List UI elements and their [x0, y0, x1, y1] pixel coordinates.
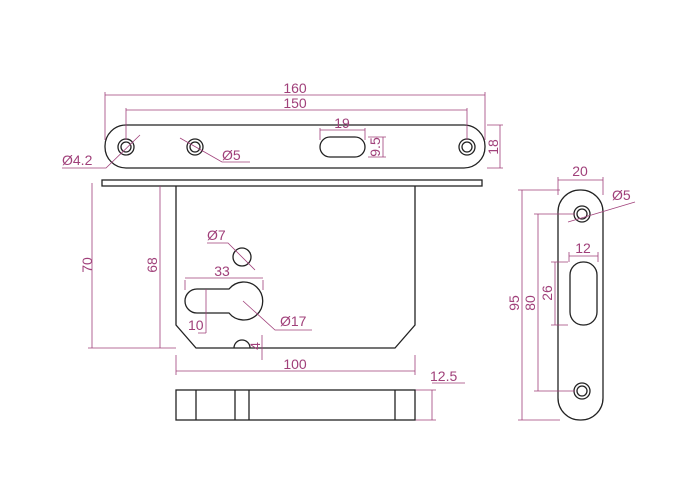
- dim-12-5: 12.5: [430, 368, 457, 384]
- dim-18: 18: [485, 139, 501, 155]
- dim-160: 160: [283, 80, 307, 96]
- body-outline: [175, 186, 416, 349]
- dim-7: Ø7: [207, 227, 226, 243]
- keyhole: [184, 281, 264, 321]
- dim-17: Ø17: [280, 313, 307, 329]
- faceplate: 160 150 19 9.5 18 Ø4.2 Ø5: [62, 80, 503, 169]
- latch-slot: [319, 136, 366, 158]
- top-hole: [232, 247, 252, 267]
- dim-hole-4-2: Ø4.2: [62, 152, 93, 168]
- strike-plate: 20 Ø5 12 26 80 95: [506, 163, 636, 421]
- dim-strike-hole-5: Ø5: [612, 187, 631, 203]
- dim-20: 20: [572, 163, 588, 179]
- strike-slot: [569, 261, 598, 326]
- lock-body: 70 68 Ø7 33 10 Ø17 4 100 12.5: [79, 179, 483, 421]
- dim-70: 70: [79, 257, 95, 273]
- mounting-plate: [101, 179, 483, 187]
- dim-hole-5: Ø5: [222, 147, 241, 163]
- dim-80: 80: [522, 295, 538, 311]
- faceplate-outline: [104, 124, 486, 169]
- dim-150: 150: [283, 95, 307, 111]
- dim-19: 19: [334, 115, 350, 131]
- dim-100: 100: [283, 356, 307, 372]
- dim-4: 4: [247, 342, 263, 350]
- dim-33: 33: [214, 263, 230, 279]
- dim-26: 26: [539, 285, 555, 301]
- dim-12: 12: [575, 240, 591, 256]
- dim-95: 95: [506, 295, 522, 311]
- body-side-view: [175, 389, 416, 421]
- bottom-notch: [233, 339, 251, 349]
- dim-9-5: 9.5: [367, 137, 383, 157]
- dim-68: 68: [144, 257, 160, 273]
- strike-plate-outline: [557, 189, 604, 421]
- dim-10: 10: [188, 317, 204, 333]
